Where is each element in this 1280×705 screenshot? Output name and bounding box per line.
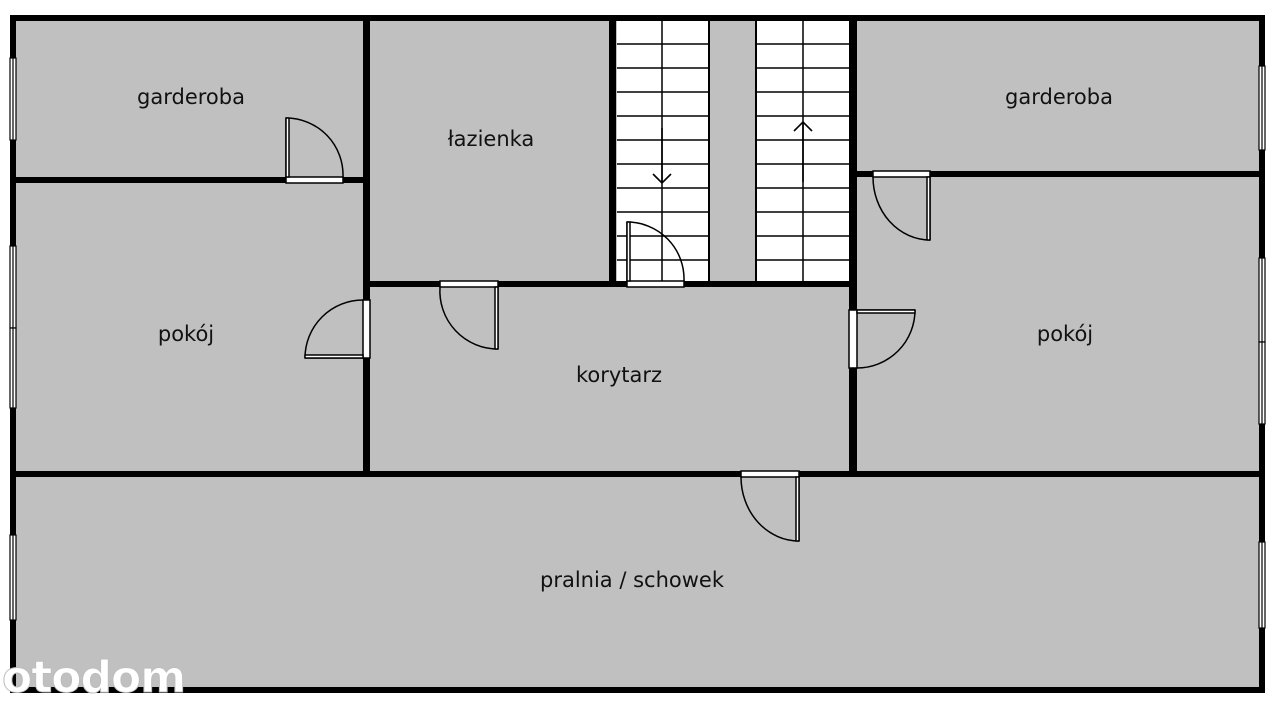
stair-arrow-up-icon [793,120,813,182]
wall-right-garderoba [857,171,1259,177]
stair-arrow-down-icon [652,128,672,185]
wall-left-column [363,21,370,477]
label-pokoj-right: pokój [1037,322,1093,346]
label-garderoba-right: garderoba [1005,85,1113,109]
label-korytarz: korytarz [576,363,662,387]
label-pokoj-left: pokój [158,322,214,346]
wall-outer-top [10,15,1265,21]
room-garderoba-right [856,21,1259,173]
wall-stairs-right [849,21,857,477]
doors [285,117,931,542]
door-garderoba-left [285,117,344,184]
otodom-watermark: otodom [2,652,185,703]
door-pralnia [740,470,800,542]
door-lazienka [439,280,499,350]
wall-outer-bottom [10,687,1265,693]
door-garderoba-right [872,170,931,241]
room-garderoba-left [16,21,365,179]
door-pokoj-left [304,299,371,359]
door-stairs [626,221,685,288]
label-lazienka: łazienka [448,127,535,151]
room-korytarz [369,286,852,473]
wall-bathroom-right [609,21,616,286]
room-pralnia [16,477,1259,688]
wall-left-garderoba [16,177,366,183]
room-pokoj-right [856,177,1259,473]
wall-corridor-top [366,281,853,287]
room-lazienka [369,21,611,282]
room-floors [16,21,1259,688]
wall-pralnia-top [16,471,1259,477]
label-pralnia: pralnia / schowek [540,568,725,592]
windows [9,57,1266,629]
door-pokoj-right [848,309,916,369]
label-garderoba-left: garderoba [137,85,245,109]
room-pokoj-left [16,183,365,473]
stairs-down [617,21,710,282]
